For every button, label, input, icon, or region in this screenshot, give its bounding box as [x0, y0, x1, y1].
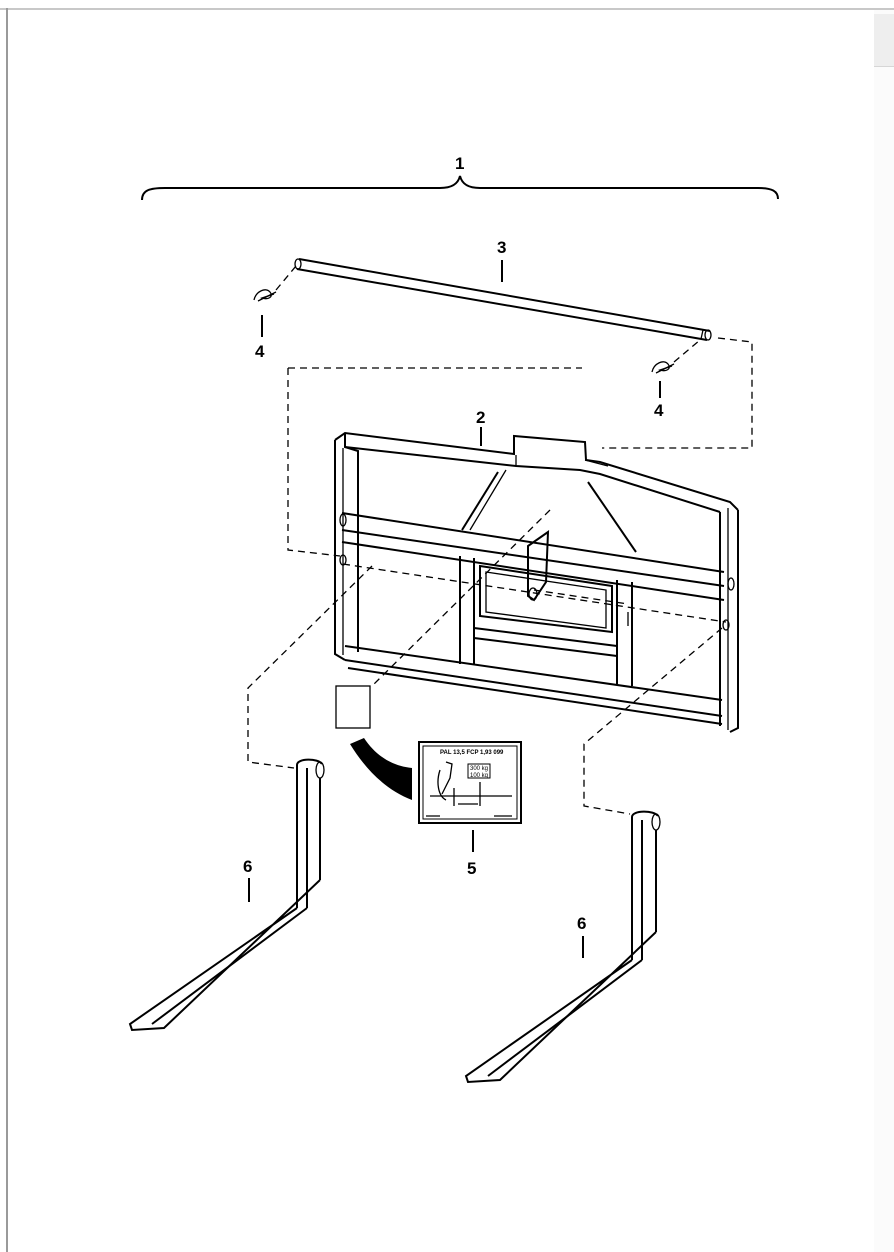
callout-fork-left: 6 — [243, 857, 252, 876]
pin-right — [651, 339, 701, 374]
decal-blank — [335, 685, 371, 729]
fork-right — [464, 810, 661, 1084]
alignment-guide-center — [342, 509, 727, 687]
callout-pin-right: 4 — [654, 401, 664, 420]
shaft — [294, 258, 712, 341]
vertical-scrollbar[interactable] — [874, 10, 894, 1252]
decal-arrow — [350, 738, 412, 800]
callout-fork-right: 6 — [577, 914, 586, 933]
decal-load-top: 300 kg — [470, 766, 488, 772]
callout-pin-left: 4 — [255, 342, 265, 361]
carriage-frame — [334, 431, 739, 733]
left-border — [6, 8, 8, 1252]
load-chart-decal: PAL 13,5 FCP 1,93 099 300 kg 100 kg — [418, 741, 522, 824]
exploded-parts-diagram: 1 3 4 4 — [128, 154, 779, 1084]
callout-shaft: 3 — [497, 238, 506, 257]
alignment-guide-fork-right — [583, 627, 723, 815]
callout-carriage: 2 — [476, 408, 485, 427]
scrollbar-thumb[interactable] — [874, 14, 894, 67]
callout-decal: 5 — [467, 859, 476, 878]
top-border — [0, 8, 894, 10]
decal-header: PAL 13,5 FCP 1,93 099 — [440, 750, 504, 756]
fork-left — [128, 758, 325, 1032]
alignment-guide-fork-left — [247, 565, 373, 769]
callout-assembly: 1 — [455, 154, 464, 173]
alignment-guide-shaft — [287, 337, 753, 557]
decal-load-bottom: 100 kg — [470, 773, 488, 779]
pin-left — [253, 265, 297, 302]
assembly-bracket — [141, 175, 779, 201]
